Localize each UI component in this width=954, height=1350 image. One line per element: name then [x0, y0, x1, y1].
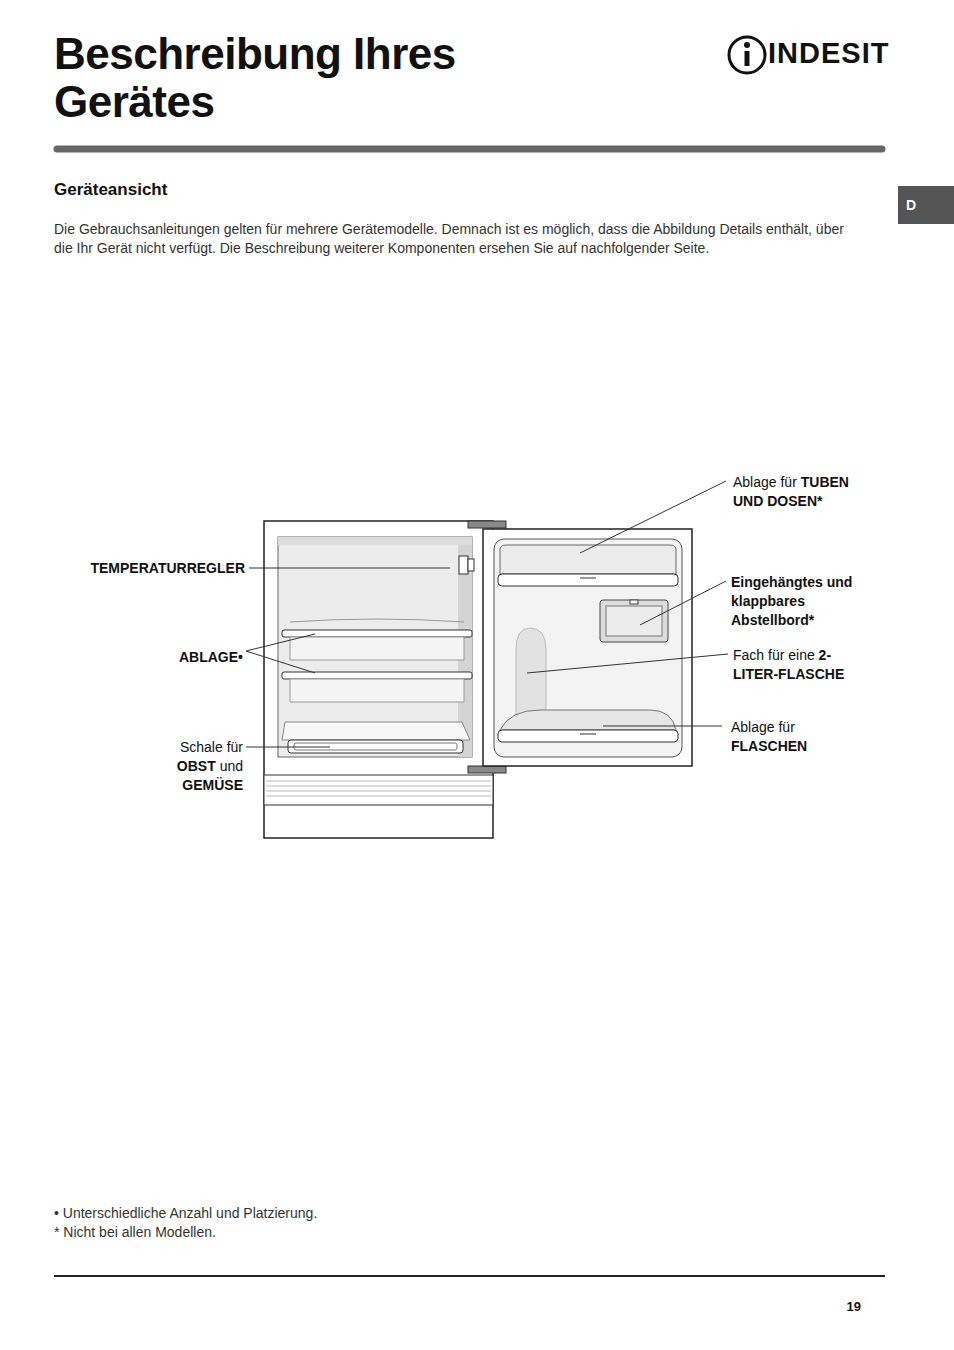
callout-label: Fach für eine 2- LITER-FLASCHE [733, 646, 873, 684]
header-rule [57, 146, 882, 153]
section-heading: Geräteansicht [54, 179, 354, 202]
page-number: 19 [800, 1298, 861, 1316]
callout-label: Ablage für TUBEN UND DOSEN* [733, 473, 883, 511]
fridge-cabinet [264, 521, 506, 838]
footnote: • Unterschiedliche Anzahl und Platzierun… [54, 1204, 554, 1223]
intro-paragraph: Die Gebrauchsanleitungen gelten für mehr… [54, 220, 854, 258]
callout-label: TEMPERATURREGLER [40, 559, 245, 578]
footer-rule [54, 1275, 885, 1277]
callout-label: ABLAGE• [120, 648, 243, 667]
callout-label: Eingehängtes und klappbares Abstellbord* [731, 573, 881, 630]
brand-logo: INDESIT [768, 36, 888, 71]
leader-lines [246, 481, 728, 747]
page-title: Beschreibung Ihres Gerätes [54, 30, 524, 125]
fridge-door [483, 529, 692, 766]
logo-mark [729, 37, 765, 73]
footnote: * Nicht bei allen Modellen. [54, 1223, 554, 1242]
language-tab: D [898, 186, 954, 224]
tab-letter: D [906, 197, 916, 213]
callout-label: Ablage für FLASCHEN [731, 718, 851, 756]
callout-label: Schale für OBST und GEMÜSE [150, 738, 243, 795]
